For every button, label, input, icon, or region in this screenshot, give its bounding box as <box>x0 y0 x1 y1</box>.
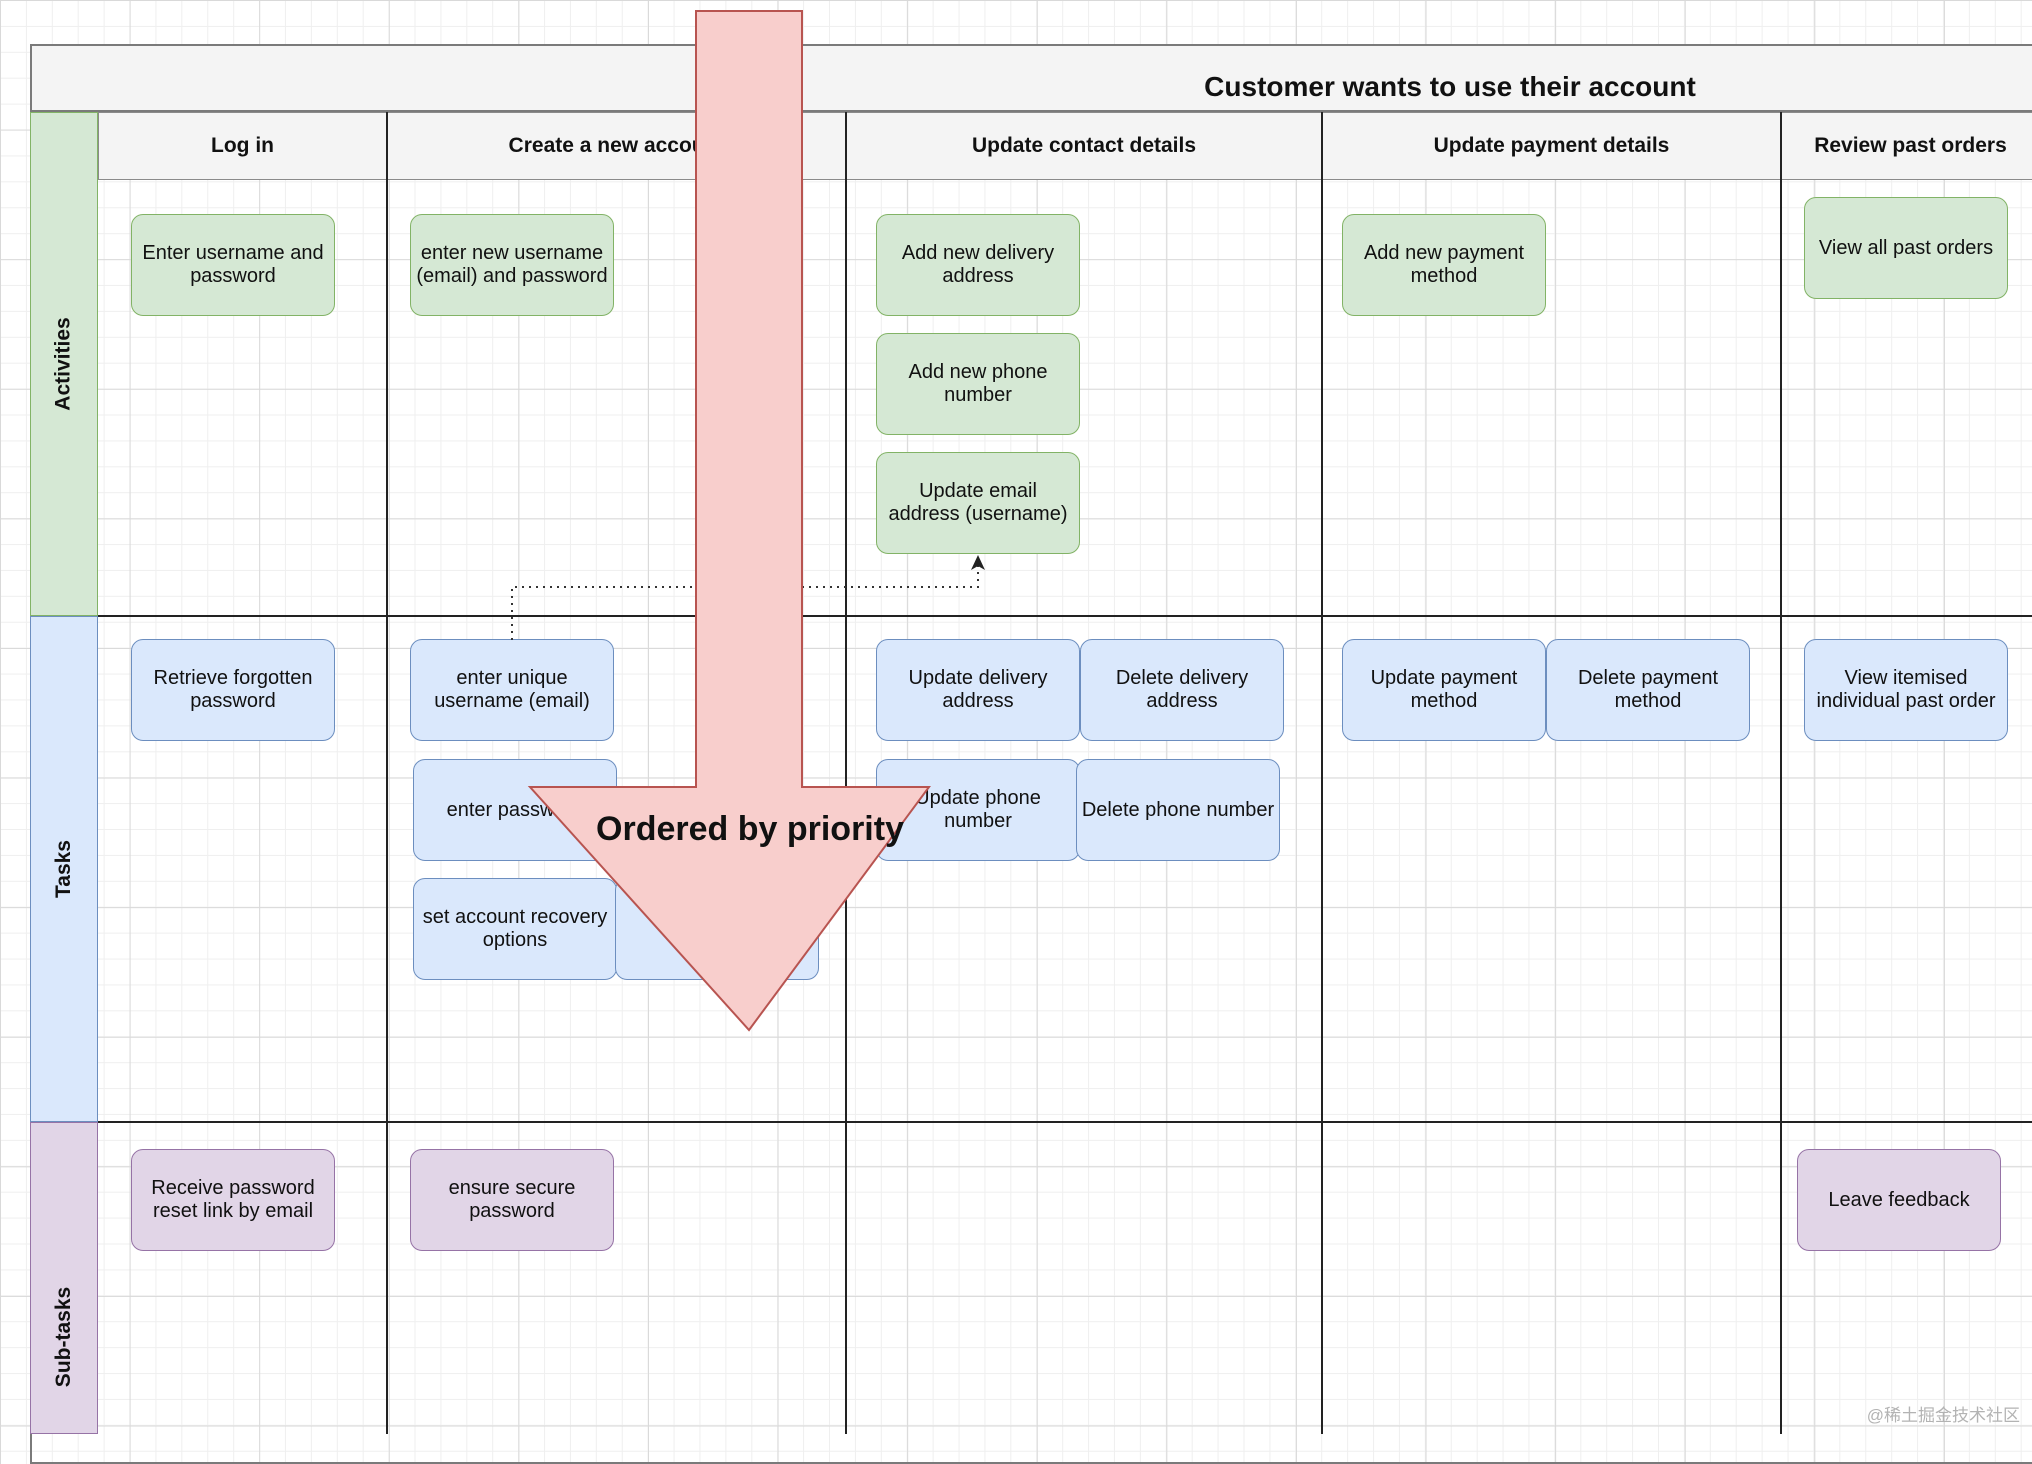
card-update-email-address[interactable]: Update email address (username) <box>876 452 1080 554</box>
column-header-contact-details: Update contact details <box>846 112 1322 180</box>
card-enter-unique-username[interactable]: enter unique username (email) <box>410 639 614 741</box>
card-receive-reset-link[interactable]: Receive password reset link by email <box>131 1149 335 1251</box>
column-header-past-orders: Review past orders <box>1781 112 2032 180</box>
card-set-recovery-options[interactable]: set account recovery options <box>413 878 617 980</box>
card-enter-username-password[interactable]: Enter username and password <box>131 214 335 316</box>
row-header-tasks: Tasks <box>30 616 98 1122</box>
card-add-phone-number[interactable]: Add new phone number <box>876 333 1080 435</box>
card-enter-new-username-password[interactable]: enter new username (email) and password <box>410 214 614 316</box>
column-divider <box>386 112 388 1434</box>
card-ensure-secure-password[interactable]: ensure secure password <box>410 1149 614 1251</box>
overlay-layer: Ordered by priority <box>511 10 985 1032</box>
card-add-delivery-address[interactable]: Add new delivery address <box>876 214 1080 316</box>
column-header-payment-details: Update payment details <box>1322 112 1781 180</box>
priority-arrow <box>527 10 931 1032</box>
watermark: @稀土掘金技术社区 <box>1866 1406 2020 1425</box>
card-update-delivery-address[interactable]: Update delivery address <box>876 639 1080 741</box>
card-delete-delivery-address[interactable]: Delete delivery address <box>1080 639 1284 741</box>
card-view-itemised-order[interactable]: View itemised individual past order <box>1804 639 2008 741</box>
row-header-subtasks: Sub-tasks <box>30 1122 98 1434</box>
priority-arrow-label: Ordered by priority <box>596 810 904 848</box>
column-divider <box>845 112 847 1434</box>
card-view-past-orders[interactable]: View all past orders <box>1804 197 2008 299</box>
card-delete-phone-number[interactable]: Delete phone number <box>1076 759 1280 861</box>
card-delete-payment-method[interactable]: Delete payment method <box>1546 639 1750 741</box>
connector-arrowhead <box>971 555 985 570</box>
column-divider <box>1780 112 1782 1434</box>
column-divider <box>1321 112 1323 1434</box>
card-retrieve-forgotten-password[interactable]: Retrieve forgotten password <box>131 639 335 741</box>
card-add-payment-method[interactable]: Add new payment method <box>1342 214 1546 316</box>
row-header-activities: Activities <box>30 112 98 616</box>
map-title: Customer wants to use their account <box>30 44 2032 112</box>
row-divider <box>98 1121 2032 1123</box>
row-divider <box>98 615 2032 617</box>
card-update-payment-method[interactable]: Update payment method <box>1342 639 1546 741</box>
dotted-connector <box>511 560 979 640</box>
card-leave-feedback[interactable]: Leave feedback <box>1797 1149 2001 1251</box>
